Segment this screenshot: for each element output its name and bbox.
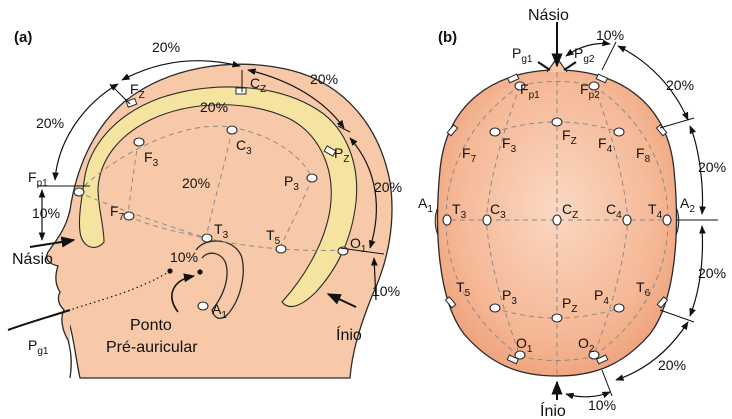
top-pct-bottom: 10% (588, 397, 616, 413)
pg1-lead (8, 310, 70, 330)
side-pct-right: 20% (374, 179, 402, 195)
top-electrode-f3 (490, 128, 500, 136)
top-view-panel: (b) (418, 7, 726, 419)
top-electrode-t4 (663, 215, 671, 225)
top-label-a2: A2 (680, 195, 695, 215)
top-electrode-cz (553, 215, 561, 225)
side-electrode-t3 (202, 234, 212, 242)
top-electrode-p3 (490, 304, 500, 312)
top-pct-right-mid1: 20% (698, 159, 726, 175)
side-electrode-c3 (227, 126, 237, 134)
side-label-inio: Ínio (336, 325, 362, 344)
side-electrode-a1 (198, 302, 208, 310)
side-electrode-f3 (134, 138, 144, 146)
top-electrode-fz (552, 118, 562, 126)
side-pct-top-mid: 20% (152, 39, 180, 55)
panel-label-b: (b) (438, 29, 457, 46)
top-electrode-f4 (614, 128, 624, 136)
side-electrode-p3 (307, 174, 317, 182)
top-pct-top: 10% (596, 27, 624, 43)
side-pct-ear-low: 10% (170, 249, 198, 265)
side-label-nasio: Násio (12, 251, 53, 268)
top-label-pg1: Pg1 (512, 45, 533, 65)
side-pct-inner-top: 20% (200, 99, 228, 115)
side-pct-top-right: 20% (310, 71, 338, 87)
side-electrode-fp1 (74, 188, 84, 196)
side-electrode-f7 (124, 212, 134, 220)
side-label-fp1: Fp1 (28, 169, 48, 189)
side-pct-top-left: 20% (36, 115, 64, 131)
side-label-pg1: Pg1 (28, 337, 49, 357)
side-pct-front-low: 10% (32, 205, 60, 221)
top-electrode-o1 (515, 351, 525, 359)
top-label-inio: Ínio (540, 401, 566, 419)
top-label-pg2: Pg2 (574, 45, 595, 65)
top-label-a1: A1 (418, 195, 433, 215)
cz-scalp-marker (236, 88, 246, 94)
label-ponto: Ponto (130, 317, 172, 334)
panel-label-a: (a) (14, 29, 32, 46)
top-label-nasio: Násio (528, 7, 569, 24)
top-pct-upper-right: 20% (666, 77, 694, 93)
side-view-panel: (a) (8, 29, 402, 378)
top-electrode-p4 (614, 304, 624, 312)
top-electrode-t3 (443, 215, 451, 225)
top-electrode-pz (552, 314, 562, 322)
top-electrode-fp2 (589, 82, 599, 90)
top-pct-right-mid2: 20% (698, 265, 726, 281)
preauricular-dot-2 (197, 269, 202, 274)
label-pre-auricular: Pré-auricular (106, 339, 198, 356)
side-face-profile (47, 210, 72, 378)
side-pct-back-low: 10% (372, 283, 400, 299)
side-pct-inner-mid: 20% (182, 175, 210, 191)
top-pct-lower-right: 20% (658, 357, 686, 373)
top-electrode-c4 (623, 215, 631, 225)
